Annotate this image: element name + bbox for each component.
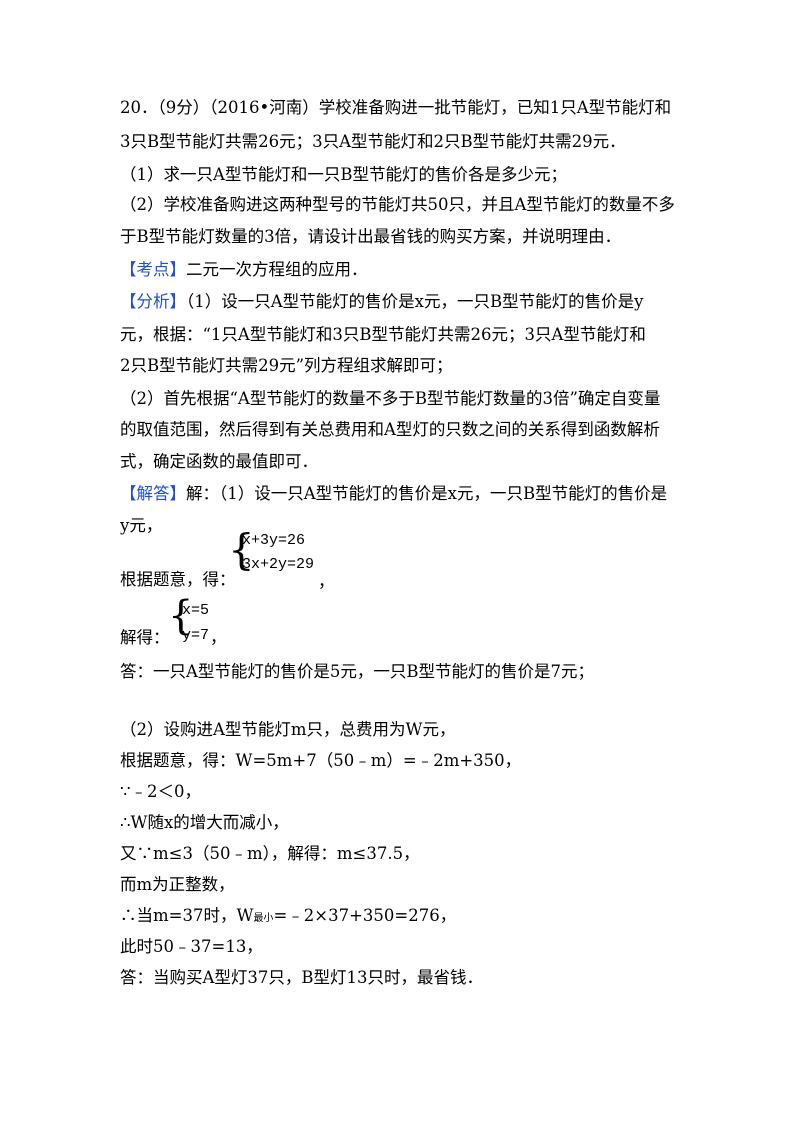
- system-1-suffix: ，: [318, 572, 335, 591]
- part2-line-5: 又∵m≤3（50﹣m），解得：m≤37.5，: [120, 844, 420, 863]
- system-2-brace: {: [168, 593, 194, 639]
- fenxi-line-1: 【分析】（1）设一只A型节能灯的售价是x元，一只B型节能灯的售价是y: [120, 290, 643, 314]
- jieda-line-1: 【解答】解：（1）设一只A型节能灯的售价是x元，一只B型节能灯的售价是: [120, 482, 667, 506]
- fenxi-tag: 【分析】: [120, 292, 186, 311]
- fenxi-line-4: （2）首先根据“A型节能灯的数量不多于B型节能灯数量的3倍”确定自变量: [120, 389, 661, 408]
- kaodian-text: 二元一次方程组的应用．: [186, 260, 368, 279]
- part2-line-7: ∴当m=37时，W最小=﹣2×37+350=276，: [120, 904, 456, 931]
- system-2-eq1: x=5: [182, 602, 210, 619]
- part2-line-7-a: ∴当m=37时，W: [120, 906, 254, 925]
- system-2-prefix: 解得：: [120, 628, 170, 647]
- part2-line-6: 而m为正整数，: [120, 875, 235, 894]
- system-1-brace: {: [228, 525, 255, 574]
- question-1: （1）求一只A型节能灯和一只B型节能灯的售价各是多少元；: [120, 165, 568, 184]
- system-1-eq2: 3x+2y=29: [242, 556, 315, 573]
- system-2-eq2: y=7: [182, 627, 210, 644]
- question-2-line-2: 于B型节能灯数量的3倍，请设计出最省钱的购买方案，并说明理由．: [120, 227, 622, 246]
- problem-line-2: 3只B型节能灯共需26元；3只A型节能灯和2只B型节能灯共需29元．: [120, 132, 626, 151]
- answer-1: 答：一只A型节能灯的售价是5元，一只B型节能灯的售价是7元；: [120, 662, 595, 681]
- problem-line-1: 20．（9分）（2016•河南）学校准备购进一批节能灯，已知1只A型节能灯和: [120, 98, 672, 117]
- fenxi-line-2: 元，根据：“1只A型节能灯和3只B型节能灯共需26元；3只A型节能灯和: [120, 325, 646, 344]
- question-2-line-1: （2）学校准备购进这两种型号的节能灯共50只，并且A型节能灯的数量不多: [120, 195, 675, 214]
- fenxi-line-3: 2只B型节能灯共需29元”列方程组求解即可；: [120, 356, 453, 375]
- system-1-eq1: x+3y=26: [242, 532, 306, 549]
- fenxi-line-5: 的取值范围，然后得到有关总费用和A型灯的只数之间的关系得到函数解析: [120, 420, 660, 439]
- jieda-tag: 【解答】: [120, 484, 186, 503]
- w-min-subscript: 最小: [253, 913, 274, 924]
- fenxi-line-6: 式，确定函数的最值即可．: [120, 452, 318, 471]
- part2-line-8: 此时50﹣37=13，: [120, 937, 263, 956]
- kaodian-line: 【考点】二元一次方程组的应用．: [120, 258, 368, 282]
- system-2-suffix: ，: [210, 628, 227, 647]
- part2-line-9: 答：当购买A型灯37只，B型灯13只时，最省钱．: [120, 968, 484, 987]
- jieda-line-2: y元，: [120, 516, 163, 535]
- part2-line-4: ∴W随x的增大而减小，: [120, 813, 289, 832]
- system-1-prefix: 根据题意，得：: [120, 570, 236, 589]
- part2-line-1: （2）设购进A型节能灯m只，总费用为W元，: [120, 720, 456, 739]
- part2-line-2: 根据题意，得：W=5m+7（50﹣m）=﹣2m+350，: [120, 751, 522, 770]
- fenxi-text-1: （1）设一只A型节能灯的售价是x元，一只B型节能灯的售价是y: [186, 292, 644, 311]
- jieda-text-1: 解：（1）设一只A型节能灯的售价是x元，一只B型节能灯的售价是: [186, 484, 668, 503]
- part2-line-7-b: =﹣2×37+350=276，: [273, 906, 457, 925]
- part2-line-3: ∵﹣2＜0，: [120, 782, 201, 801]
- kaodian-tag: 【考点】: [120, 260, 186, 279]
